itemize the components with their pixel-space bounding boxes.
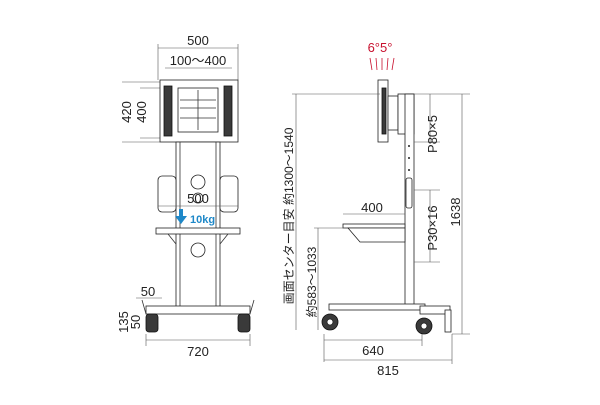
side-shelf-depth-label: 400 [361, 200, 383, 215]
side-pitch-upper-label: P80×5 [425, 115, 440, 153]
front-view: 500 100〜400 420 400 500 [116, 33, 255, 359]
front-column [175, 141, 221, 311]
side-mount-arm [387, 95, 399, 131]
side-view: 6°5° 400 [281, 40, 470, 378]
front-base-height-b-label: 50 [141, 284, 155, 299]
side-shelf-bracket [347, 227, 406, 243]
front-height-b-label: 400 [134, 101, 149, 123]
side-rear-stopper [444, 309, 452, 333]
side-pitch-lower-label: P30×16 [425, 205, 440, 250]
side-tilt-label: 6°5° [368, 40, 393, 55]
front-cable-hole-1 [190, 174, 206, 190]
front-cable-hole-2 [192, 192, 204, 204]
tilt-arrows-icon [369, 57, 395, 71]
front-shelf [155, 227, 241, 235]
front-handle-right [219, 175, 239, 213]
front-base-bar [145, 305, 251, 315]
front-cable-hole-3 [190, 242, 206, 258]
front-mount-range-label: 100〜400 [170, 53, 226, 68]
side-shelf-height-label: 約583〜1033 [304, 246, 319, 317]
side-center-height-label: 画面センター目安 約1300〜1540 [281, 127, 296, 304]
front-mount-rail-right [223, 85, 233, 137]
front-base-height-a-label: 135 [116, 311, 131, 333]
side-base-depth-label: 640 [362, 343, 384, 358]
side-column-holes [408, 145, 410, 171]
side-total-height-label: 1638 [448, 198, 463, 227]
side-shelf [342, 223, 406, 229]
front-base-height-c-label: 50 [128, 315, 143, 329]
side-total-depth-label: 815 [377, 363, 399, 378]
front-shelf-width-label: 500 [187, 191, 209, 206]
front-width-total-label: 500 [187, 33, 209, 48]
front-mount-rail-left [163, 85, 173, 137]
side-base-bar [328, 303, 426, 311]
front-handle-left [157, 175, 177, 213]
front-caster-right [237, 313, 251, 333]
front-shelf-load-label: 10kg [190, 214, 215, 226]
front-height-a-label: 420 [119, 101, 134, 123]
front-caster-left [145, 313, 159, 333]
front-base-width-label: 720 [187, 344, 209, 359]
load-arrow-icon [175, 209, 187, 224]
